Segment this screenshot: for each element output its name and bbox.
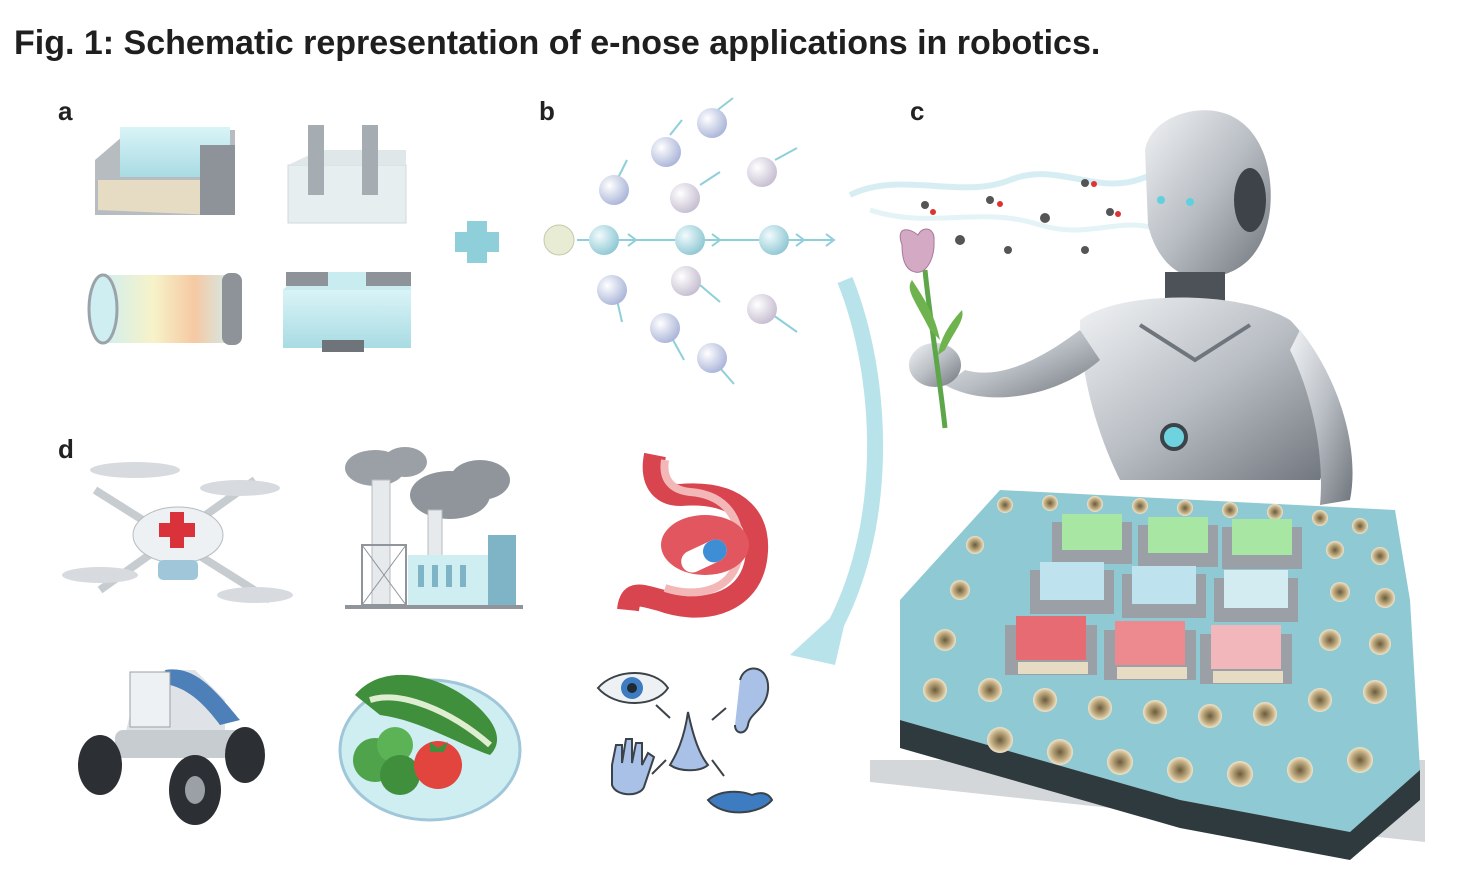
sensor-chips: [1005, 514, 1302, 684]
plus-icon: [455, 221, 499, 263]
factory-icon: [345, 447, 523, 609]
robot-icon: [848, 110, 1353, 505]
panel-label-a: a: [58, 96, 73, 126]
pellet-sensor-icon: [287, 125, 407, 224]
rover-icon: [78, 669, 265, 825]
figure-caption: Fig. 1: Schematic representation of e-no…: [14, 24, 1101, 62]
sensor-array-icon: [870, 490, 1425, 860]
curved-arrow-icon: [790, 277, 884, 665]
panel-label-d: d: [58, 434, 74, 464]
drone-icon: [62, 462, 293, 604]
stomach-icon: [617, 452, 769, 618]
sensor-array-holes: [923, 495, 1395, 787]
senses-icon: [596, 667, 774, 814]
chip-sensor-icon: [95, 127, 235, 215]
vegetable-plate-icon: [338, 674, 522, 822]
tube-sensor-icon: [87, 273, 242, 345]
panel-label-b: b: [539, 96, 555, 126]
transistor-sensor-icon: [283, 272, 411, 352]
tulip-icon: [899, 228, 963, 429]
panel-label-c: c: [910, 96, 925, 126]
